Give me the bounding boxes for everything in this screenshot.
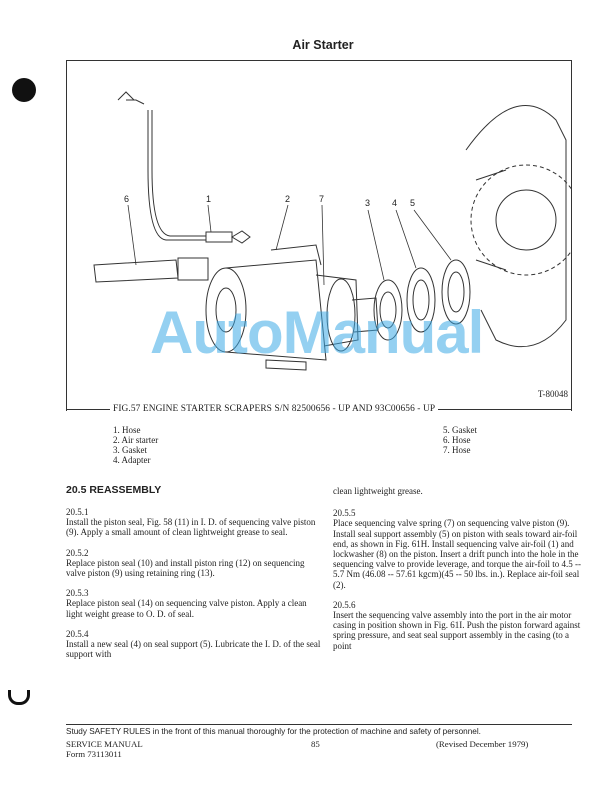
- hose-coupler: [205, 231, 233, 243]
- page-number: 85: [311, 739, 320, 749]
- hose-1: [147, 110, 153, 170]
- figure-id: T-80048: [537, 389, 568, 399]
- legend-left: 1. Hose 2. Air starter 3. Gasket 4. Adap…: [113, 425, 158, 465]
- legend-item: 4. Adapter: [113, 455, 151, 465]
- legend-item: 7. Hose: [443, 445, 471, 455]
- step-text: Replace piston seal (14) on sequencing v…: [66, 598, 307, 619]
- form-number: Form 73113011: [66, 749, 122, 759]
- figure-frame: [66, 60, 572, 411]
- step-number: 20.5.1: [66, 507, 89, 517]
- watermark: AutoManual: [150, 299, 484, 366]
- legend-right: 5. Gasket 6. Hose 7. Hose: [443, 425, 477, 455]
- gasket-5: [441, 259, 471, 325]
- callout-7: 7: [319, 194, 324, 204]
- bolt: [265, 359, 307, 371]
- hose-6-fitting: [177, 257, 209, 281]
- starter-illustration: 6 1 2 7 3 4 5: [93, 91, 572, 371]
- flywheel-housing: [465, 105, 567, 348]
- legend-item: 3. Gasket: [113, 445, 147, 455]
- starter-body: [225, 259, 327, 361]
- callout-3: 3: [365, 198, 370, 208]
- manual-title: SERVICE MANUAL: [66, 739, 143, 749]
- gasket-3: [373, 279, 403, 341]
- callout-4: 4: [392, 198, 397, 208]
- manual-info: SERVICE MANUAL Form 73113011: [66, 739, 143, 759]
- hose-pipe: [147, 169, 206, 241]
- step-number: 20.5.6: [333, 599, 356, 610]
- callout-leaders: [127, 204, 452, 286]
- footer-rule: [66, 724, 572, 725]
- step-text: Insert the sequencing valve assembly int…: [333, 610, 581, 651]
- safety-notice: Study SAFETY RULES in the front of this …: [66, 727, 481, 736]
- binder-ring-mark: [8, 690, 30, 705]
- step-number: 20.5.5: [333, 508, 356, 519]
- hose-fitting: [117, 91, 145, 105]
- step-number: 20.5.3: [66, 588, 89, 599]
- revision-date: (Revised December 1979): [436, 739, 529, 749]
- callout-6: 6: [124, 194, 129, 204]
- starter-drive: [326, 278, 356, 352]
- step-text: Install the piston seal, Fig. 58 (11) in…: [66, 517, 316, 538]
- callout-5: 5: [410, 198, 415, 208]
- step-number: 20.5.4: [66, 628, 89, 639]
- section-heading: 20.5 REASSEMBLY: [66, 484, 162, 496]
- page-title: Air Starter: [292, 38, 354, 52]
- binder-hole: [12, 78, 36, 102]
- step-text: Replace piston seal (10) and install pis…: [66, 557, 305, 579]
- callout-2: 2: [285, 194, 290, 204]
- step-text: Place sequencing valve spring (7) on seq…: [333, 518, 581, 590]
- continuation-text: clean lightweight grease.: [333, 486, 423, 496]
- adapter-4: [406, 267, 436, 333]
- callout-1: 1: [206, 194, 211, 204]
- step-number: 20.5.2: [66, 547, 89, 558]
- step-text: Install a new seal (4) on seal support (…: [66, 639, 321, 660]
- legend-item: 2. Air starter: [113, 435, 159, 445]
- legend-item: 6. Hose: [443, 435, 471, 445]
- hose-elbow: [231, 230, 251, 244]
- legend-item: 1. Hose: [113, 425, 141, 435]
- legend-item: 5. Gasket: [443, 425, 477, 435]
- figure-engine-starter: 6 1 2 7 3 4 5: [66, 60, 572, 412]
- figure-caption: FIG.57 ENGINE STARTER SCRAPERS S/N 82500…: [110, 403, 439, 415]
